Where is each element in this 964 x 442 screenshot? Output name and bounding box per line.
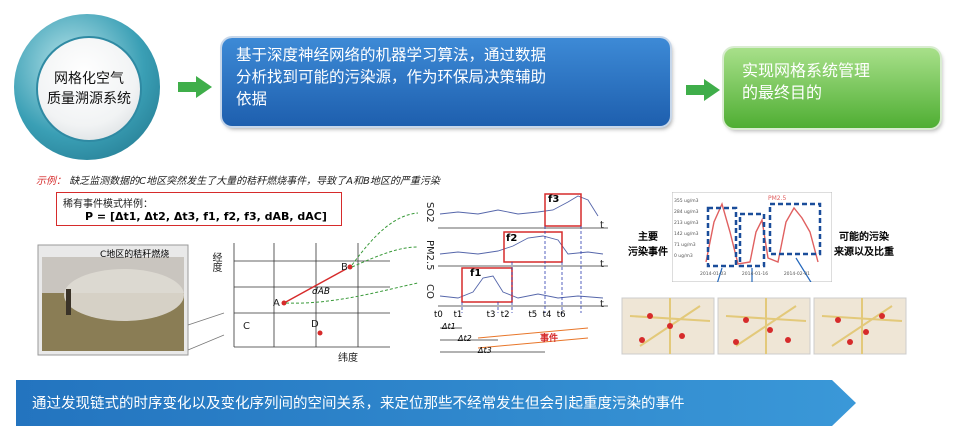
- delta-3: Δt3: [478, 346, 492, 355]
- method-line-3: 依据: [236, 88, 656, 110]
- pm25-legend: PM2.5: [768, 195, 786, 202]
- delta-arrows: [440, 328, 545, 352]
- arrow-2-icon: [704, 79, 720, 101]
- grid-ylabel: 经度: [208, 252, 223, 272]
- event-spark: [478, 328, 588, 348]
- tick-t3: t3: [487, 310, 496, 320]
- system-circle-label: 网格化空气 质量溯源系统: [36, 36, 142, 142]
- point-d: [318, 331, 323, 336]
- tick-t1: t1: [454, 310, 463, 320]
- maps-row: [620, 296, 956, 356]
- example-text: 缺乏监测数据的C地区突然发生了大量的秸秆燃烧事件，导致了A和B地区的严重污染: [69, 176, 440, 187]
- arrow-1-body: [178, 82, 196, 92]
- point-a: [282, 301, 287, 306]
- row-so2: SO2: [424, 202, 435, 223]
- timeseries-chart: [418, 188, 614, 370]
- tick-t5: t5: [528, 310, 537, 320]
- delta-2: Δt2: [458, 334, 472, 343]
- label-f3: f3: [548, 194, 559, 205]
- event-label: 事件: [540, 331, 558, 344]
- label-b: B: [341, 262, 348, 273]
- connector-line-1: [188, 313, 224, 325]
- arrow-1-icon: [196, 76, 212, 98]
- axis-t-3: t: [600, 299, 604, 310]
- grid-xlabel: 纬度: [338, 349, 358, 364]
- map-3: [814, 298, 906, 354]
- pm25-xticks: 2014-01-03 2014-01-16 2014-02-01: [700, 272, 810, 277]
- arrow-2-body: [686, 85, 704, 95]
- axis-t-2: t: [600, 259, 604, 270]
- map-2: [718, 298, 810, 354]
- method-box: 基于深度神经网络的机器学习算法，通过数据 分析找到可能的污染源，作为环保局决策辅…: [222, 38, 670, 126]
- pm25-line: [440, 236, 603, 254]
- label-c: C: [243, 321, 250, 332]
- goal-line-1: 实现网格系统管理: [742, 60, 922, 82]
- map-1: [622, 298, 714, 354]
- label-d: D: [311, 319, 319, 330]
- delta-1: Δt1: [442, 322, 456, 331]
- photo-person: [66, 289, 71, 315]
- green-arrow-3: [286, 283, 418, 303]
- main-event-label: 主要 污染事件: [628, 228, 668, 258]
- grid-diagram: [34, 195, 424, 365]
- tick-t0: t0: [434, 310, 443, 320]
- axis-t-1: t: [600, 220, 604, 231]
- photo-smoke: [64, 269, 184, 321]
- tick-t4: t4: [543, 310, 552, 320]
- method-line-1: 基于深度神经网络的机器学习算法，通过数据: [236, 44, 656, 66]
- example-caption: 示例： 缺乏监测数据的C地区突然发生了大量的秸秆燃烧事件，导致了A和B地区的严重…: [36, 172, 440, 187]
- tick-t2: t2: [501, 310, 510, 320]
- method-line-2: 分析找到可能的污染源，作为环保局决策辅助: [236, 66, 656, 88]
- row-pm25: PM2.5: [424, 240, 435, 271]
- photo-caption: C地区的秸秆燃烧: [100, 247, 169, 260]
- example-prefix: 示例：: [36, 176, 66, 187]
- green-arrow-2: [352, 247, 418, 267]
- point-b: [348, 265, 353, 270]
- so2-line: [440, 196, 598, 216]
- green-arrow-1: [352, 213, 418, 265]
- connector-line-2: [188, 335, 224, 350]
- label-f2: f2: [506, 233, 517, 244]
- tick-row: t0 t1 t3 t2 t5 t4 t6: [434, 310, 566, 320]
- ab-arrow: [284, 269, 346, 303]
- label-dab: dAB: [312, 287, 330, 297]
- co-line: [440, 276, 603, 298]
- circle-text-2: 质量溯源系统: [47, 91, 131, 107]
- possible-source-label: 可能的污染 来源以及比重: [834, 228, 894, 258]
- goal-box: 实现网格系统管理 的最终目的: [724, 48, 940, 128]
- row-co: CO: [424, 284, 435, 299]
- tick-t6: t6: [557, 310, 566, 320]
- circle-text-1: 网格化空气: [54, 71, 124, 87]
- label-f1: f1: [470, 268, 481, 279]
- series-axes: [438, 228, 608, 306]
- label-a: A: [273, 298, 280, 309]
- goal-line-2: 的最终目的: [742, 82, 922, 104]
- summary-text: 通过发现链式的时序变化以及变化序列间的空间关系，来定位那些不经常发生但会引起重度…: [32, 392, 685, 413]
